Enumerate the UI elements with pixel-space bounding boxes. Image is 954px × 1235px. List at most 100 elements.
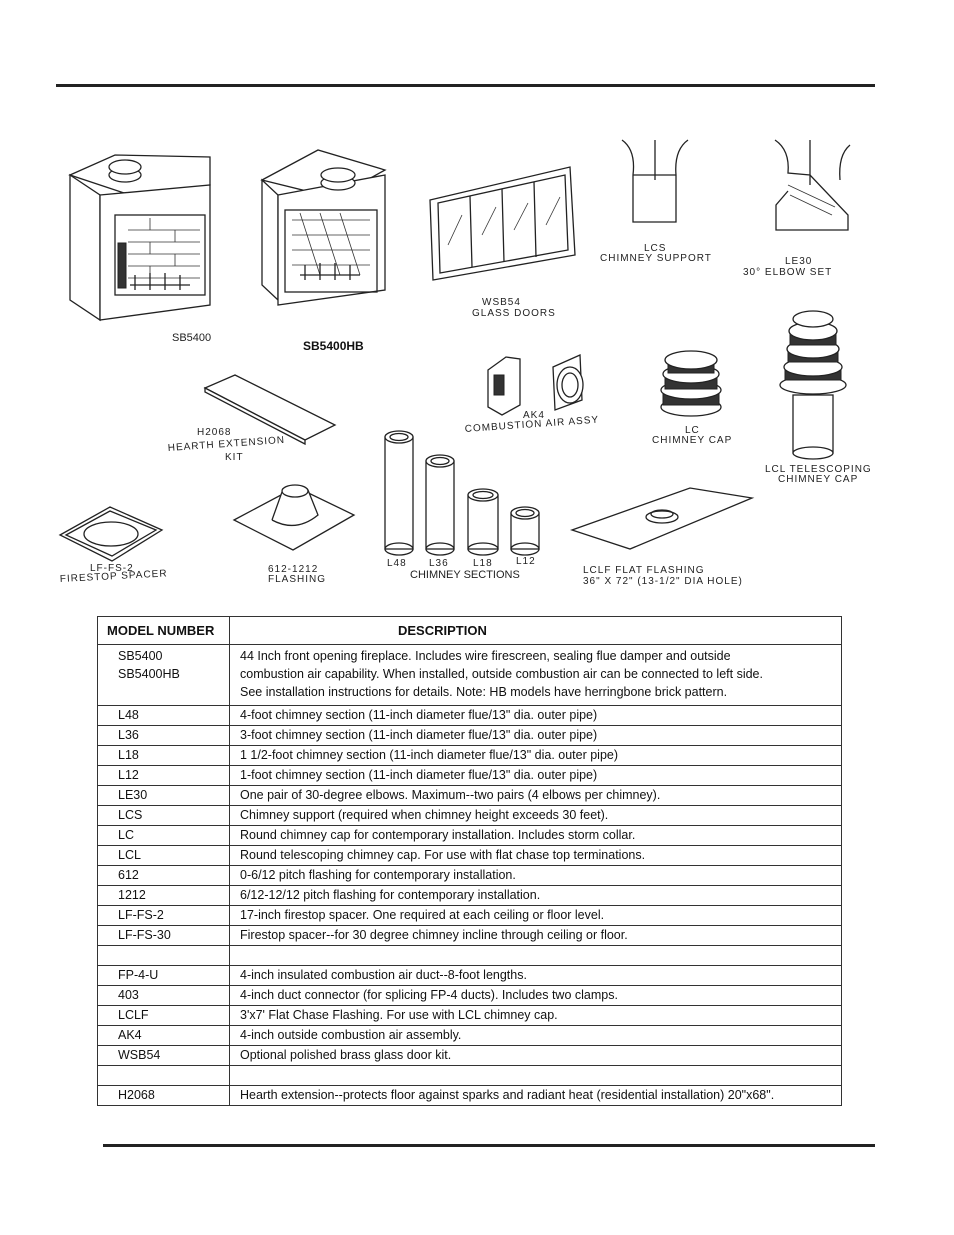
empty-cell xyxy=(97,1065,230,1086)
model-cell: L48 xyxy=(97,705,230,726)
label-sb5400: SB5400 xyxy=(172,332,211,344)
top-rule xyxy=(56,84,875,87)
description-cell: 4-inch duct connector (for splicing FP-4… xyxy=(229,985,842,1006)
model-cell: FP-4-U xyxy=(97,965,230,986)
model-cell: LCS xyxy=(97,805,230,826)
table-row: SB5400 SB5400HB 44 Inch front opening fi… xyxy=(97,644,842,706)
lcs-chimney-support-drawing xyxy=(621,139,689,223)
table-header-row: MODEL NUMBER DESCRIPTION xyxy=(97,616,842,645)
desc-line: 44 Inch front opening fireplace. Include… xyxy=(240,649,731,663)
model-cell: LC xyxy=(97,825,230,846)
description-cell: One pair of 30-degree elbows. Maximum--t… xyxy=(229,785,842,806)
label-l36: L36 xyxy=(429,558,449,569)
description-cell: Optional polished brass glass door kit. xyxy=(229,1045,842,1066)
description-cell: 3'x7' Flat Chase Flashing. For use with … xyxy=(229,1005,842,1026)
model-cell: 612 xyxy=(97,865,230,886)
empty-cell xyxy=(229,945,842,966)
empty-cell xyxy=(97,945,230,966)
model-cell: L18 xyxy=(97,745,230,766)
model-description-table: MODEL NUMBER DESCRIPTION SB5400 SB5400HB… xyxy=(97,616,842,1106)
description-cell: 3-foot chimney section (11-inch diameter… xyxy=(229,725,842,746)
chimney-sections-drawing xyxy=(384,430,540,556)
model-cell: 403 xyxy=(97,985,230,1006)
ak4-combustion-air-drawing xyxy=(487,354,584,416)
model-cell: AK4 xyxy=(97,1025,230,1046)
label-lffs2-2: FIRESTOP SPACER xyxy=(60,568,168,585)
sb5400hb-fireplace-drawing xyxy=(260,149,387,306)
label-lffs2-1: LF-FS-2 xyxy=(90,563,134,574)
label-l18: L18 xyxy=(473,558,493,569)
lffs2-firestop-spacer-drawing xyxy=(58,506,164,562)
model-cell: WSB54 xyxy=(97,1045,230,1066)
label-lclf-2: 36" X 72" (13-1/2" DIA HOLE) xyxy=(583,576,743,587)
description-cell: Chimney support (required when chimney h… xyxy=(229,805,842,826)
model-cell: LF-FS-2 xyxy=(97,905,230,926)
model-sb5400hb: SB5400HB xyxy=(118,667,180,681)
header-model-number: MODEL NUMBER xyxy=(97,616,230,645)
lcl-telescoping-cap-drawing xyxy=(779,310,847,460)
description-cell: 4-inch insulated combustion air duct--8-… xyxy=(229,965,842,986)
flashing-612-1212-drawing xyxy=(232,484,356,551)
model-cell: LE30 xyxy=(97,785,230,806)
description-cell: Firestop spacer--for 30 degree chimney i… xyxy=(229,925,842,946)
label-chimney-sections: CHIMNEY SECTIONS xyxy=(410,569,520,581)
description-cell: 0-6/12 pitch flashing for contemporary i… xyxy=(229,865,842,886)
description-cell: 4-inch outside combustion air assembly. xyxy=(229,1025,842,1046)
le30-elbow-set-drawing xyxy=(774,139,851,231)
bottom-rule xyxy=(103,1144,875,1147)
label-lcs-2: CHIMNEY SUPPORT xyxy=(600,253,712,264)
label-l12: L12 xyxy=(516,556,536,567)
components-drawing: SB5400 SB5400HB WSB54 GLASS DOORS LCS CH… xyxy=(58,139,872,587)
model-sb5400: SB5400 xyxy=(118,649,163,663)
label-h2068-3: KIT xyxy=(225,452,244,463)
model-cell: L12 xyxy=(97,765,230,786)
description-cell: 4-foot chimney section (11-inch diameter… xyxy=(229,705,842,726)
label-lcs-1: LCS xyxy=(644,243,666,254)
label-lcl-1: LCL TELESCOPING xyxy=(765,464,872,475)
sb5400-fireplace-drawing xyxy=(68,154,211,322)
label-wsb54-1: WSB54 xyxy=(482,297,521,308)
model-cell: SB5400 SB5400HB xyxy=(97,644,230,706)
label-lc-2: CHIMNEY CAP xyxy=(652,435,732,446)
description-cell: Hearth extension--protects floor against… xyxy=(229,1085,842,1106)
description-cell: 1-foot chimney section (11-inch diameter… xyxy=(229,765,842,786)
label-wsb54-2: GLASS DOORS xyxy=(472,308,556,319)
model-cell: LCL xyxy=(97,845,230,866)
description-cell: 6/12-12/12 pitch flashing for contempora… xyxy=(229,885,842,906)
header-description: DESCRIPTION xyxy=(229,616,842,645)
label-flash-1: 612-1212 xyxy=(268,564,318,575)
label-le30-2: 30° ELBOW SET xyxy=(743,267,832,278)
label-h2068-1: H2068 xyxy=(197,427,231,438)
label-le30-1: LE30 xyxy=(785,256,812,267)
model-cell: 1212 xyxy=(97,885,230,906)
wsb54-glass-doors-drawing xyxy=(429,166,576,281)
lc-chimney-cap-drawing xyxy=(660,350,722,417)
desc-line: See installation instructions for detail… xyxy=(240,685,728,699)
empty-cell xyxy=(229,1065,842,1086)
h2068-hearth-extension-drawing xyxy=(203,374,337,446)
label-flash-2: FLASHING xyxy=(268,574,326,585)
model-cell: L36 xyxy=(97,725,230,746)
model-cell: LF-FS-30 xyxy=(97,925,230,946)
label-sb5400hb: SB5400HB xyxy=(303,339,364,353)
label-lclf-1: LCLF FLAT FLASHING xyxy=(583,565,705,576)
empty-row xyxy=(97,1065,842,1086)
lclf-flat-flashing-drawing xyxy=(569,487,755,550)
